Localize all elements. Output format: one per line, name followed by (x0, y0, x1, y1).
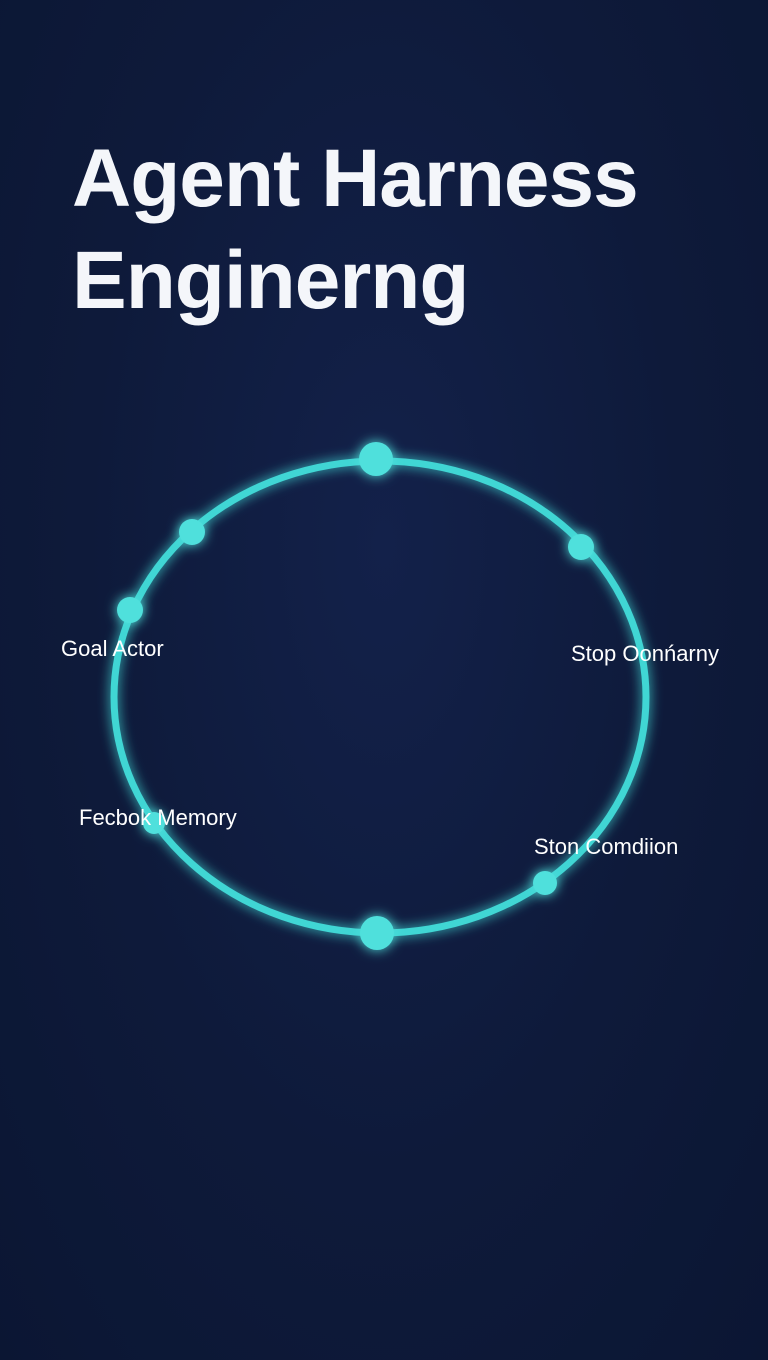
loop-node-top (359, 442, 393, 476)
label-feedback-memory: Fecbok Memory (79, 805, 237, 830)
loop-node-left (117, 597, 143, 623)
loop-node-upper-right (568, 534, 594, 560)
title-line-2: Enginerng (72, 235, 469, 326)
label-stop-company: Stop Oonńarny (571, 641, 719, 666)
loop-node-lower-right (533, 871, 557, 895)
loop-node-bottom (360, 916, 394, 950)
loop-node-lower-left (143, 812, 165, 834)
title-line-1: Agent Harness (72, 133, 639, 224)
page-title: Agent Harness Enginerng (72, 128, 639, 332)
loop-node-upper-left (179, 519, 205, 545)
label-stop-condition: Ston Comdiion (534, 834, 679, 859)
label-goal-actor: Goal Actor (61, 636, 164, 661)
